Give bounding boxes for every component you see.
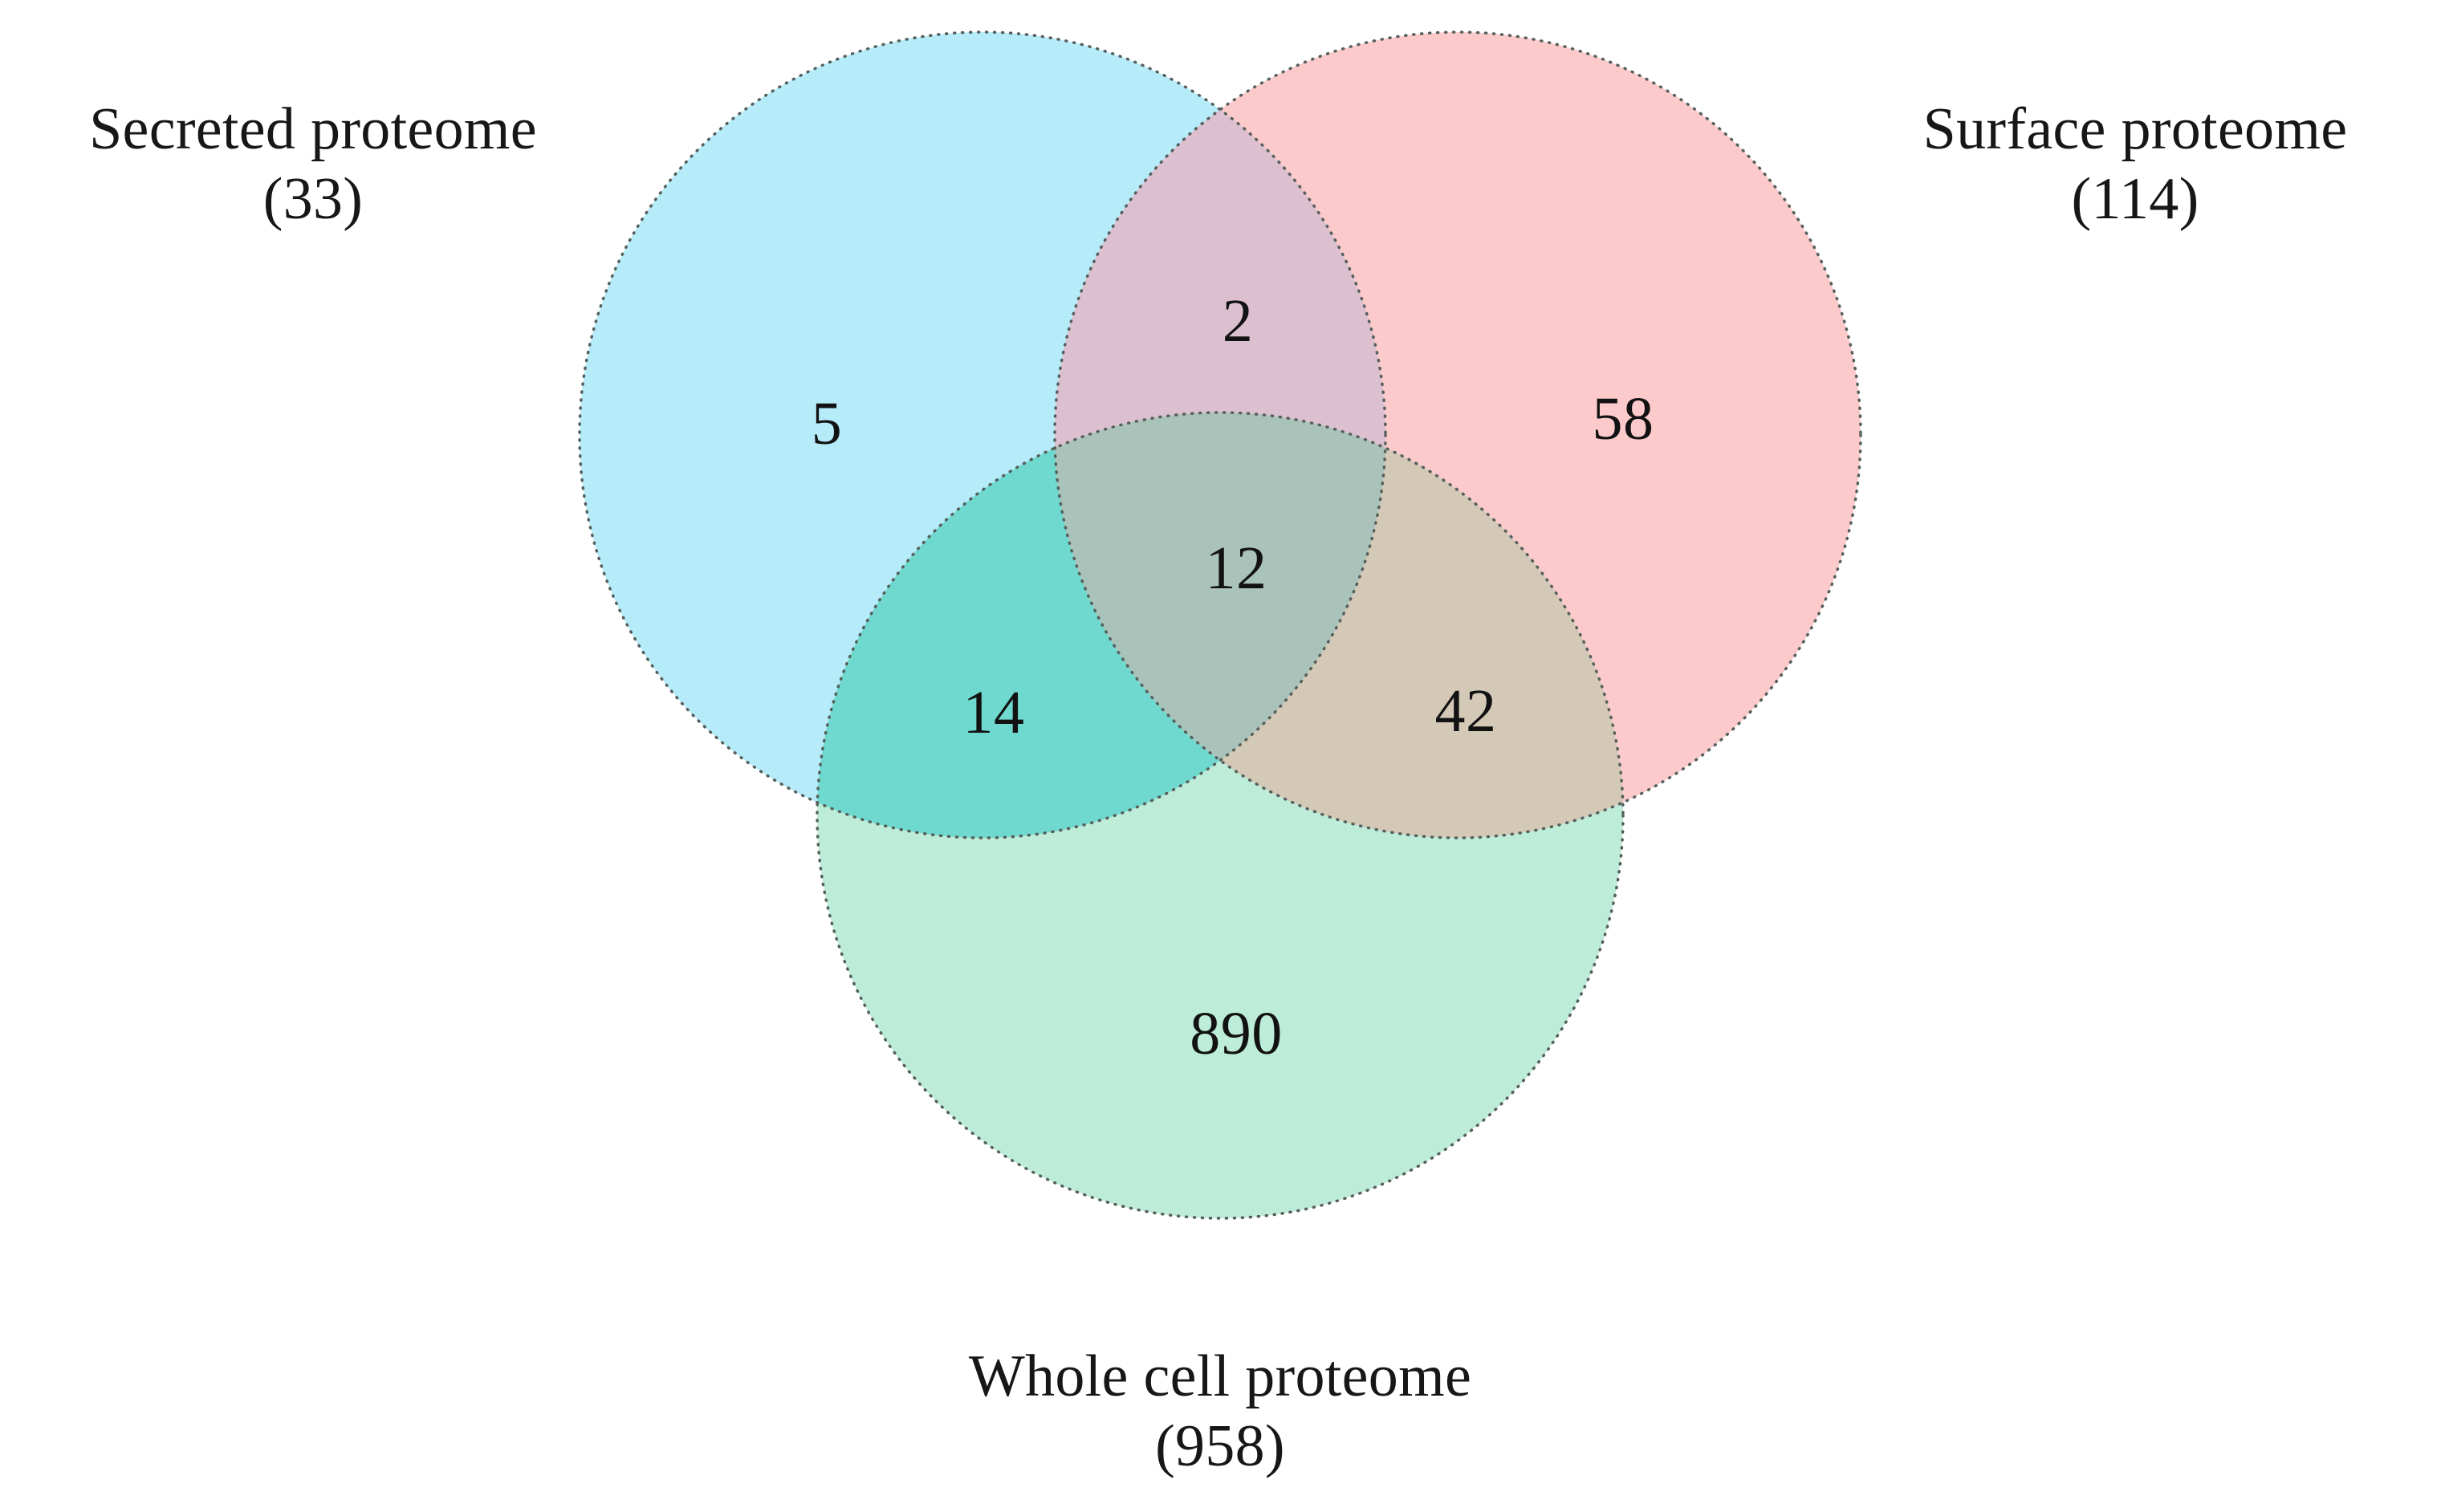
- set-label-secreted: Secreted proteome (33): [24, 95, 602, 235]
- region-value-wholecell-only: 890: [1190, 1000, 1283, 1067]
- set-label-wholecell: Whole cell proteome (958): [915, 1342, 1525, 1482]
- region-value-surface-wholecell: 42: [1434, 677, 1497, 745]
- set-label-surface: Surface proteome (114): [1846, 95, 2424, 235]
- set-label-wholecell-name: Whole cell proteome: [968, 1343, 1472, 1409]
- set-label-surface-count: (114): [2071, 166, 2199, 233]
- region-value-triple: 12: [1205, 534, 1267, 602]
- circle-wholecell-outline: [816, 411, 1625, 1220]
- set-label-secreted-count: (33): [262, 166, 364, 233]
- region-value-secreted-surface: 2: [1222, 287, 1254, 355]
- region-value-secreted-only: 5: [811, 390, 843, 457]
- set-label-secreted-name: Secreted proteome: [89, 96, 537, 162]
- set-label-surface-name: Surface proteome: [1922, 96, 2348, 162]
- circle-surface-outline: [1053, 30, 1862, 839]
- set-label-wholecell-count: (958): [1155, 1413, 1285, 1480]
- circle-secreted-outline: [578, 30, 1387, 839]
- region-value-secreted-wholecell: 14: [962, 679, 1025, 746]
- region-value-surface-only: 58: [1592, 385, 1654, 453]
